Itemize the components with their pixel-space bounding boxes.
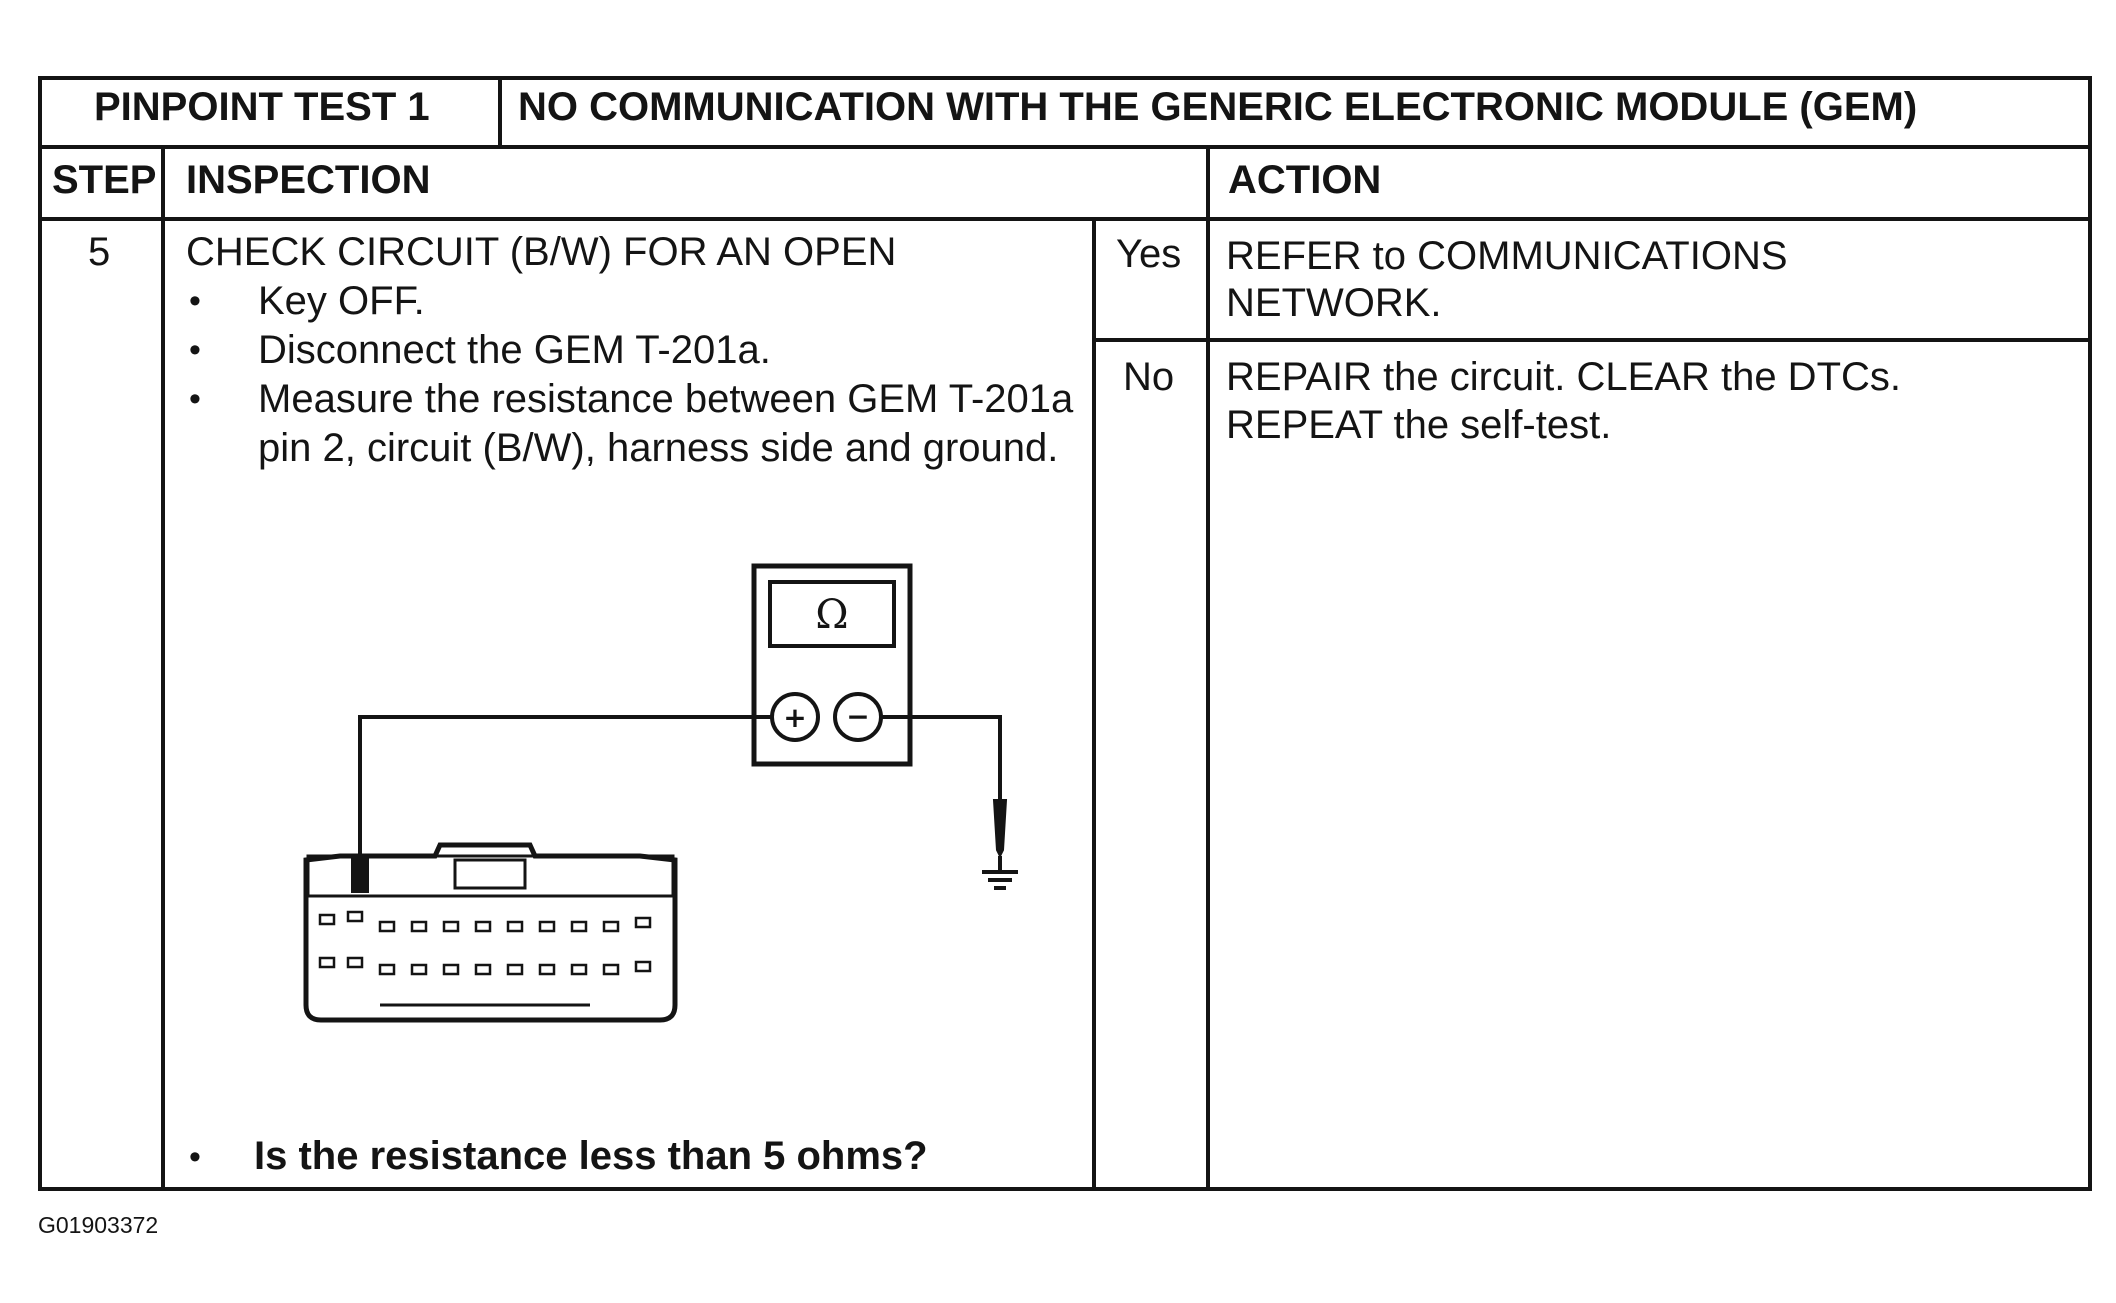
inspection-bullet-measure: Measure the resistance between GEM T-201… bbox=[258, 377, 1074, 421]
bullet-dot: • bbox=[189, 282, 201, 320]
inspection-heading: CHECK CIRCUIT (B/W) FOR AN OPEN bbox=[186, 230, 897, 274]
ohmmeter-body bbox=[751, 563, 913, 767]
probe-tip bbox=[351, 855, 369, 893]
plus-symbol: + bbox=[783, 701, 806, 734]
action-yes-line-2: NETWORK. bbox=[1226, 281, 1442, 325]
bullet-dot: • bbox=[189, 1138, 201, 1176]
table-outer-border bbox=[38, 76, 2092, 1191]
ohm-symbol: Ω bbox=[815, 592, 848, 638]
step-number: 5 bbox=[88, 230, 111, 274]
inspection-bullet-measure-continued: pin 2, circuit (B/W), harness side and g… bbox=[258, 426, 1059, 470]
resistance-measurement-diagram: Ω + − bbox=[303, 563, 1018, 1023]
inspection-question: Is the resistance less than 5 ohms? bbox=[254, 1134, 928, 1178]
negative-test-lead bbox=[881, 715, 1002, 800]
connector-pin-cavities bbox=[318, 910, 652, 976]
action-no-line-2: REPEAT the self-test. bbox=[1226, 403, 1612, 447]
figure-id: G01903372 bbox=[38, 1212, 159, 1238]
ground-probe bbox=[992, 799, 1008, 859]
test-title: NO COMMUNICATION WITH THE GENERIC ELECTR… bbox=[518, 85, 1918, 129]
ohmmeter-display bbox=[768, 580, 896, 648]
positive-test-lead bbox=[358, 715, 772, 890]
test-label: PINPOINT TEST 1 bbox=[94, 85, 430, 129]
answer-yes-label: Yes bbox=[1116, 232, 1182, 276]
inspection-column-header: INSPECTION bbox=[186, 158, 431, 202]
action-column-header: ACTION bbox=[1228, 158, 1382, 202]
connector-top-band bbox=[306, 854, 675, 898]
ground-symbol-icon bbox=[982, 856, 1018, 890]
header-row-divider bbox=[38, 145, 2092, 149]
step-column-header: STEP bbox=[52, 158, 157, 202]
bullet-dot: • bbox=[189, 331, 201, 369]
step-column-divider bbox=[161, 145, 165, 1191]
inspection-bullet-key-off: Key OFF. bbox=[258, 279, 425, 323]
minus-symbol: − bbox=[846, 700, 869, 733]
yes-no-divider bbox=[1094, 338, 2092, 342]
inspection-answer-divider bbox=[1092, 219, 1096, 1191]
connector-latch bbox=[453, 858, 527, 890]
answer-action-divider bbox=[1206, 145, 1210, 1191]
header-column-divider bbox=[498, 76, 502, 147]
column-header-divider bbox=[38, 217, 2092, 221]
action-yes-line-1: REFER to COMMUNICATIONS bbox=[1226, 234, 1788, 278]
answer-no-label: No bbox=[1123, 355, 1175, 399]
bullet-dot: • bbox=[189, 380, 201, 418]
inspection-bullet-disconnect: Disconnect the GEM T-201a. bbox=[258, 328, 771, 372]
action-no-line-1: REPAIR the circuit. CLEAR the DTCs. bbox=[1226, 355, 1901, 399]
